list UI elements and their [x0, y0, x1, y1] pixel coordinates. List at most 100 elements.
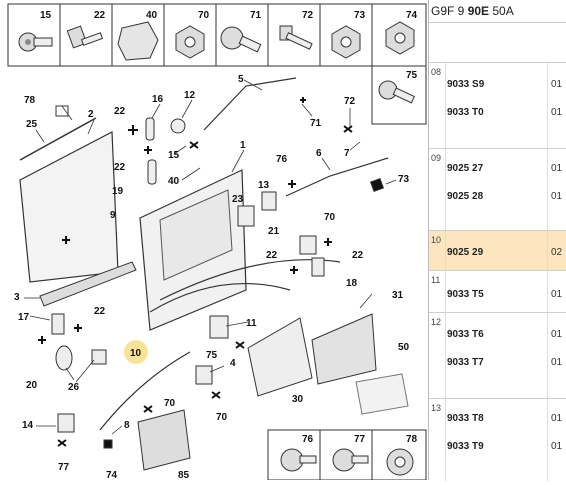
group-number: 08: [431, 67, 442, 77]
part-ref-link[interactable]: 9025 29: [447, 247, 484, 258]
legend-label-78: 78: [406, 434, 418, 445]
callout-70a: 70: [324, 212, 336, 223]
screw-75-icon: [378, 80, 415, 104]
header-divider: [429, 22, 566, 23]
callout-12: 12: [184, 90, 196, 101]
nut-73-icon: [331, 25, 361, 59]
screw-77-icon: [332, 448, 369, 472]
part-qty: 02: [551, 247, 563, 258]
callout-17: 17: [18, 312, 30, 323]
callout-31: 31: [392, 290, 404, 301]
parts-group-09: 09 9025 27 01 9025 28 01: [429, 148, 566, 231]
callout-11: 11: [246, 318, 257, 329]
exploded-parts-diagram: 15 22 40 70 71 72 73 74 75 76 77 78 78 2…: [7, 3, 427, 481]
part-qty: 01: [551, 79, 563, 90]
part-ref-link[interactable]: 9033 T7: [447, 357, 484, 368]
callout-72: 72: [344, 96, 356, 107]
callout-4: 4: [230, 358, 236, 369]
callout-19: 19: [112, 186, 124, 197]
nut-78-icon: [386, 448, 414, 476]
legend-label-70: 70: [198, 10, 210, 21]
callout-23: 23: [232, 194, 244, 205]
callout-30: 30: [292, 394, 304, 405]
nut-70-icon: [175, 25, 205, 59]
callout-3: 3: [14, 292, 20, 303]
callout-22b: 22: [352, 250, 364, 261]
screw-22-icon: [66, 25, 104, 49]
group-number: 12: [431, 317, 442, 327]
callout-85: 85: [178, 470, 190, 480]
callout-labels: 15 22 40 70 71 72 73 74 75 76 77 78 78 2…: [14, 10, 418, 481]
legend-label-72: 72: [302, 10, 314, 21]
nut-74-icon: [385, 21, 415, 55]
callout-7: 7: [344, 148, 350, 159]
trim-panels: [137, 313, 409, 471]
diagram-reference-code: G9F 9 90E 50A: [431, 4, 514, 18]
callout-22a: 22: [114, 106, 126, 117]
callout-22c: 22: [266, 250, 278, 261]
callout-9: 9: [110, 210, 116, 221]
small-parts: [51, 105, 385, 449]
callout-74: 74: [106, 470, 118, 480]
callout-10: 10: [130, 348, 142, 359]
callout-1: 1: [240, 140, 246, 151]
part-ref-link[interactable]: 9033 T0: [447, 107, 484, 118]
part-ref-link[interactable]: 9025 28: [447, 191, 484, 202]
part-qty: 01: [551, 191, 563, 202]
callout-18: 18: [346, 278, 358, 289]
legend-label-75: 75: [406, 70, 418, 81]
part-qty: 01: [551, 413, 563, 424]
callout-22d: 22: [94, 306, 106, 317]
callout-70b: 70: [164, 398, 176, 409]
legend-label-77: 77: [354, 434, 366, 445]
callout-40: 40: [168, 176, 180, 187]
legend-label-40: 40: [146, 10, 158, 21]
callout-75: 75: [206, 350, 218, 361]
parts-group-13: 13 9033 T8 01 9033 T9 01: [429, 398, 566, 481]
legend-label-73: 73: [354, 10, 366, 21]
part-qty: 01: [551, 289, 563, 300]
screw-76-icon: [280, 448, 317, 472]
callout-13: 13: [258, 180, 270, 191]
parts-group-10-selected[interactable]: 10 9025 29 02: [429, 230, 566, 271]
callout-16: 16: [152, 94, 164, 105]
part-qty: 01: [551, 329, 563, 340]
legend-label-74: 74: [406, 10, 418, 21]
parts-group-11: 11 9033 T5 01: [429, 270, 566, 313]
callout-14: 14: [22, 420, 34, 431]
part-ref-link[interactable]: 9033 T9: [447, 441, 484, 452]
part-qty: 01: [551, 441, 563, 452]
screw-72-icon: [279, 25, 313, 50]
callout-20: 20: [26, 380, 38, 391]
part-ref-link[interactable]: 9033 S9: [447, 79, 485, 90]
group-number: 13: [431, 403, 442, 413]
callout-25: 25: [26, 119, 38, 130]
legend-label-15: 15: [40, 10, 52, 21]
bolt-71-icon: [220, 26, 262, 53]
part-ref-link[interactable]: 9033 T5: [447, 289, 484, 300]
group-number: 11: [431, 275, 441, 285]
callout-77: 77: [58, 462, 70, 473]
plug-40-icon: [117, 21, 159, 61]
part-qty: 01: [551, 107, 563, 118]
part-ref-link[interactable]: 9025 27: [447, 163, 484, 174]
callout-8: 8: [124, 420, 130, 431]
callout-70c: 70: [216, 412, 228, 423]
sliding-door-panel: [19, 117, 247, 331]
callout-highlight: [124, 340, 148, 364]
parts-group-08: 08 9033 S9 01 9033 T0 01: [429, 62, 566, 149]
callout-26: 26: [68, 382, 80, 393]
callout-76: 76: [276, 154, 288, 165]
legend-label-71: 71: [250, 10, 262, 21]
callout-78: 78: [24, 95, 36, 106]
part-ref-link[interactable]: 9033 T6: [447, 329, 484, 340]
part-ref-link[interactable]: 9033 T8: [447, 413, 484, 424]
legend-label-22: 22: [94, 10, 106, 21]
callout-22e: 22: [114, 162, 126, 173]
callout-2: 2: [88, 109, 94, 120]
part-qty: 01: [551, 357, 563, 368]
legend-label-76: 76: [302, 434, 314, 445]
callout-71: 71: [310, 118, 322, 129]
group-number: 09: [431, 153, 442, 163]
callout-21: 21: [268, 226, 280, 237]
